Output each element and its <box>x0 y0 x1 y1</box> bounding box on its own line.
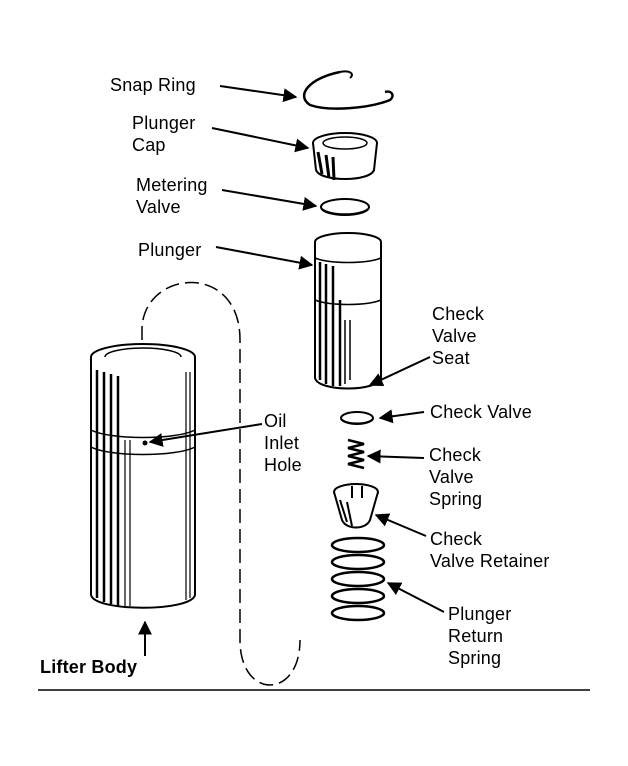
label-snap-ring: Snap Ring <box>110 75 196 95</box>
snap-ring-part <box>303 70 394 110</box>
label-check-valve-spring: Check Valve Spring <box>429 445 483 509</box>
label-oil-inlet-hole: Oil Inlet Hole <box>264 411 302 475</box>
label-check-valve-retainer: Check Valve Retainer <box>430 529 550 571</box>
lifter-body-part <box>90 343 196 609</box>
label-lifter-body: Lifter Body <box>40 657 138 677</box>
plunger-cap-part <box>312 132 378 181</box>
label-check-valve: Check Valve <box>430 402 532 422</box>
check-valve-retainer-part <box>333 483 379 529</box>
label-plunger: Plunger <box>138 240 202 260</box>
check-valve-spring-part <box>347 438 365 470</box>
leader-arrows <box>138 85 445 656</box>
plunger-part <box>314 232 382 390</box>
oil-path-dashed-line <box>141 281 301 686</box>
label-metering-valve: Metering Valve <box>136 175 208 217</box>
label-check-valve-seat: Check Valve Seat <box>432 304 485 368</box>
label-plunger-cap: Plunger Cap <box>132 113 196 155</box>
metering-valve-part <box>320 198 370 216</box>
label-plunger-return-spring: Plunger Return Spring <box>448 604 512 668</box>
plunger-return-spring-part <box>330 536 386 622</box>
check-valve-part <box>340 411 374 425</box>
